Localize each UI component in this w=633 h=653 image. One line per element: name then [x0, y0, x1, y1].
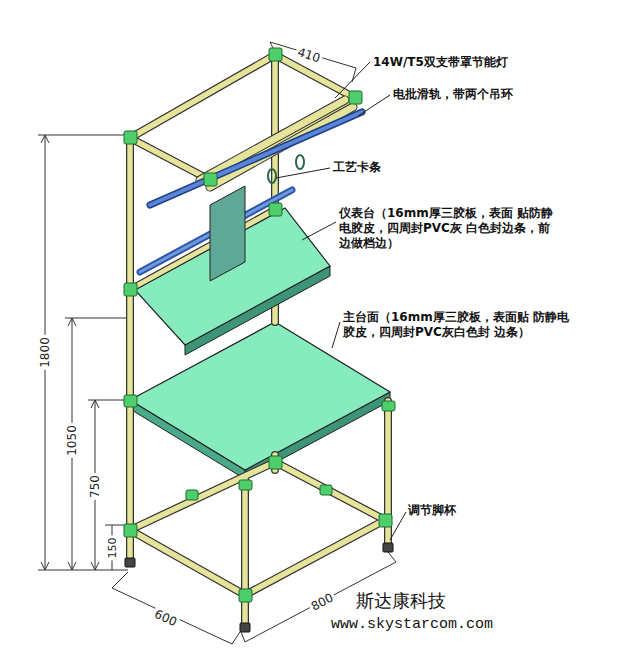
table-top — [130, 322, 390, 479]
watermark: www.skystarcom.com — [331, 616, 493, 635]
dimension-label: 1050 — [64, 423, 79, 458]
dimension-label: 750 — [88, 473, 103, 500]
watermark: 斯达康科技 — [356, 590, 446, 613]
callout-label: 主台面（16mm厚三胶板，表面贴 防静电胶皮，四周封PVC灰白色封 边条） — [343, 310, 573, 340]
dimension-lines — [38, 42, 396, 644]
callout-label: 电批滑轨，带两个吊环 — [393, 87, 513, 102]
lamp-and-rail — [150, 100, 362, 205]
callout-label: 14W/T5双支带罩节能灯 — [373, 55, 508, 70]
callout-label: 工艺卡条 — [333, 160, 381, 175]
dimension-label: 600 — [150, 606, 181, 631]
callout-label: 仪表台（16mm厚三胶板，表面 贴防静电胶皮，四周封PVC灰 白色封边条，前边做… — [339, 206, 559, 251]
callout-label: 调节脚杯 — [408, 503, 456, 518]
dimension-label: 800 — [307, 589, 338, 615]
dimension-label: 1800 — [37, 335, 52, 370]
process-card — [210, 186, 245, 281]
frame-tubes — [130, 55, 388, 625]
dimension-label: 150 — [105, 536, 119, 561]
leader-lines — [276, 62, 406, 540]
